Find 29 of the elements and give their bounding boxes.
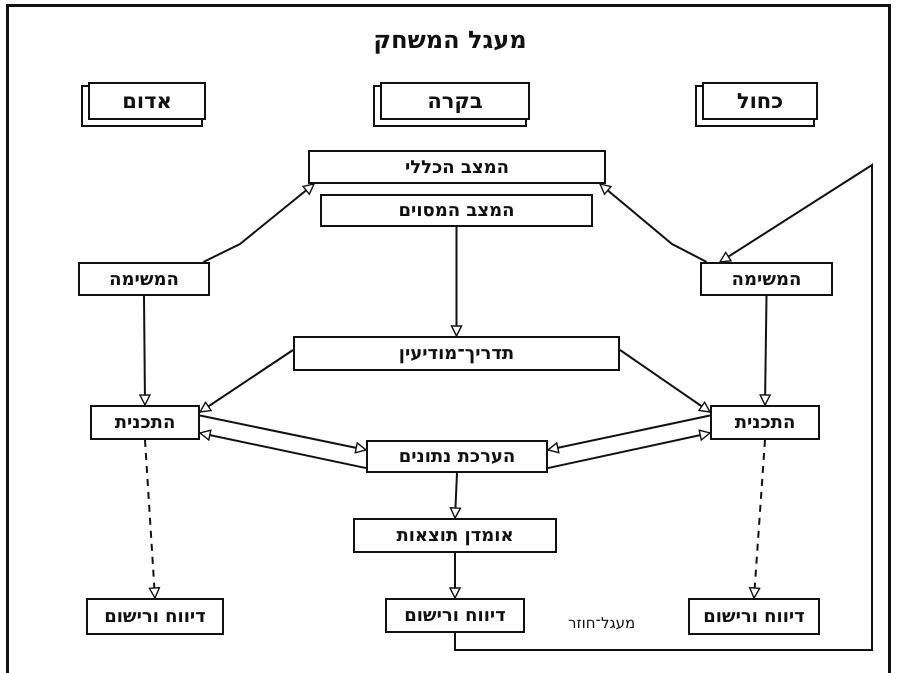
dashed-arrow <box>749 440 766 599</box>
arrow <box>759 296 771 406</box>
arrow <box>599 183 708 263</box>
process-box: המשימה <box>78 262 210 296</box>
process-box: תדריך־מודיעין <box>293 336 620 371</box>
arrow <box>547 414 710 454</box>
arrow <box>199 349 294 413</box>
process-box: דיווח ורישום <box>86 598 224 635</box>
arrow <box>200 414 367 454</box>
process-box: אומדן תוצאות <box>353 518 557 553</box>
arrow <box>548 430 711 470</box>
arrow <box>619 349 711 413</box>
process-box: התכנית <box>710 405 820 440</box>
process-box: המשימה <box>700 262 833 296</box>
arrow <box>450 227 462 337</box>
process-box: המצב הכללי <box>308 150 606 184</box>
process-box: דיווח ורישום <box>688 598 820 635</box>
dashed-arrow <box>144 440 160 599</box>
arrow <box>450 472 462 519</box>
process-box: התכנית <box>90 405 200 440</box>
diagram-title: מעגל המשחק <box>372 26 528 54</box>
process-box: הערכת נתונים <box>366 440 548 473</box>
arrow <box>454 163 873 651</box>
arrow <box>449 553 461 599</box>
process-box: המצב המסוים <box>320 194 593 227</box>
arrow <box>202 183 315 263</box>
arrow <box>139 296 151 406</box>
process-box: דיווח ורישום <box>385 598 525 633</box>
arrow <box>199 429 366 470</box>
